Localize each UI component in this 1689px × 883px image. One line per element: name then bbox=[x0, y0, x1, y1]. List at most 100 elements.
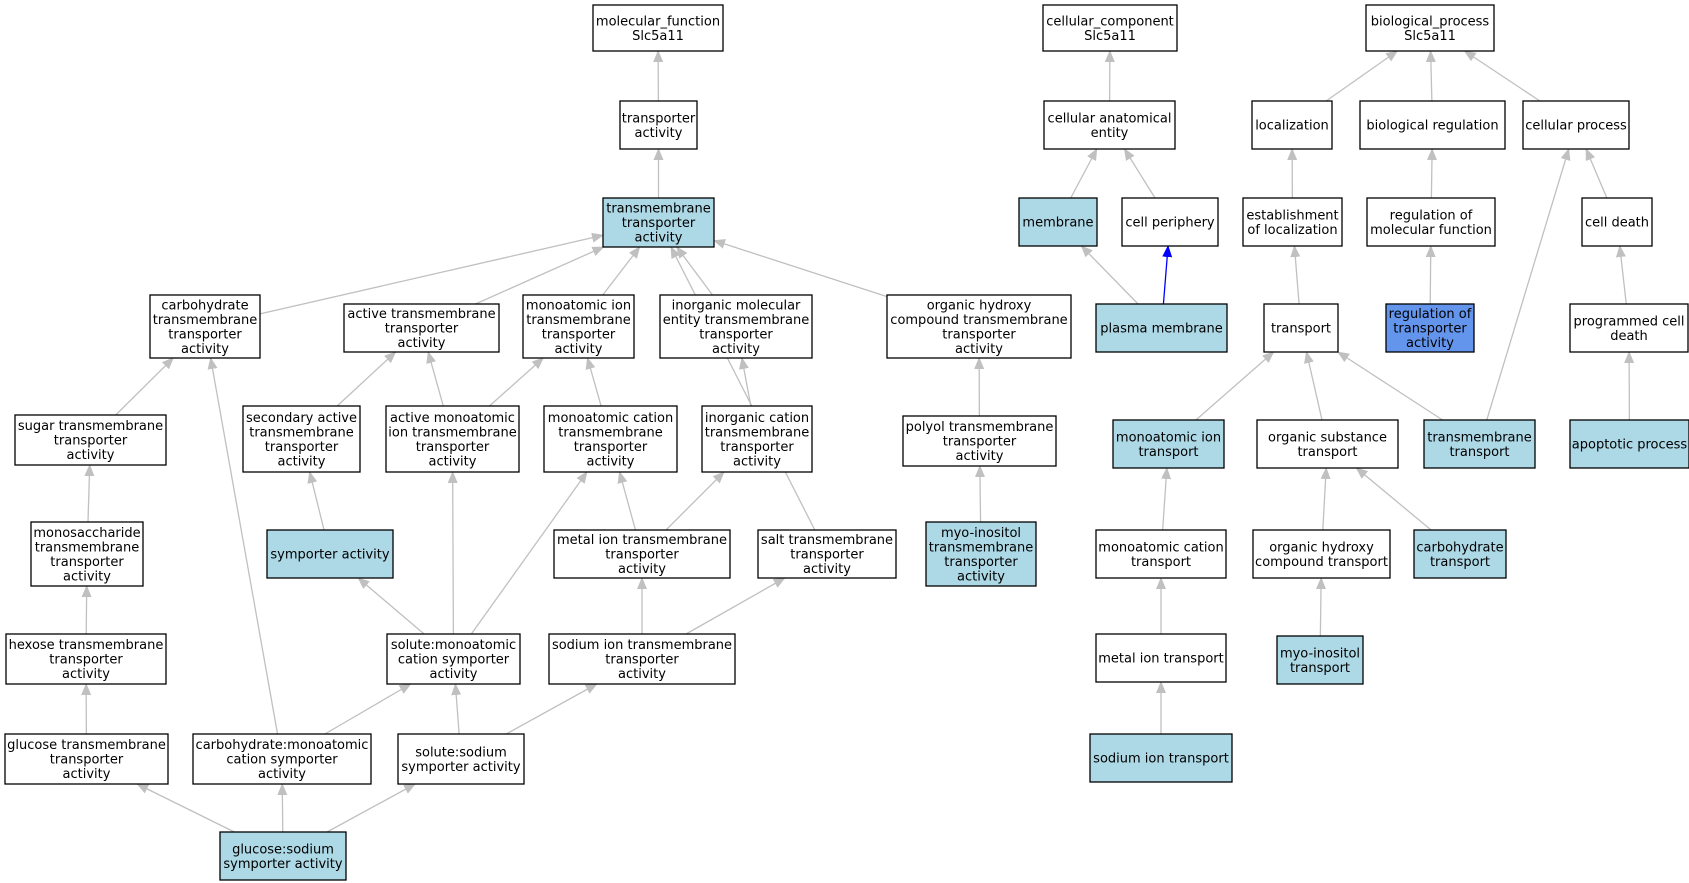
term-box bbox=[1252, 529, 1391, 579]
is-a-edge-monocation-transport-to-monoion-transport bbox=[1161, 467, 1172, 531]
term-label-line: activity bbox=[1406, 336, 1454, 351]
term-node-plasma-membrane[interactable]: plasma membrane bbox=[1095, 303, 1228, 353]
edge bbox=[1316, 577, 1327, 637]
term-label-line: transporter bbox=[790, 548, 864, 563]
edge bbox=[1337, 351, 1443, 421]
term-box bbox=[1276, 635, 1364, 685]
term-box bbox=[30, 521, 144, 587]
is-a-edge-cell-death-to-cellular-process bbox=[1585, 148, 1608, 199]
edge bbox=[207, 357, 279, 735]
is-a-edge-active-tm-to-tm-transporter bbox=[475, 246, 605, 305]
edge bbox=[1080, 245, 1139, 305]
term-label-line: symporter activity bbox=[223, 857, 342, 872]
edge bbox=[505, 683, 598, 735]
term-label-line: transporter bbox=[944, 555, 1018, 570]
term-node-cellular-process[interactable]: cellular process bbox=[1522, 100, 1630, 150]
term-node-transport[interactable]: transport bbox=[1263, 303, 1339, 353]
term-label-line: transport bbox=[1297, 445, 1357, 460]
term-label-line: transport bbox=[1271, 322, 1331, 337]
term-label-line: activity bbox=[956, 449, 1004, 464]
is-a-edge-org-hydroxy-transport-to-org-subst-transport bbox=[1320, 467, 1331, 531]
term-node-myo-inositol-tm[interactable]: myo-inositoltransmembranetransporteracti… bbox=[925, 521, 1037, 587]
term-label-line: transmembrane bbox=[606, 202, 711, 217]
term-label-line: hexose transmembrane bbox=[9, 638, 164, 653]
term-label-line: activity bbox=[63, 569, 111, 584]
is-a-edge-localization-to-bp-root bbox=[1325, 50, 1399, 102]
term-node-carb-tm[interactable]: carbohydratetransmembranetransporteracti… bbox=[149, 294, 261, 359]
term-label-line: solute:monoatomic bbox=[391, 638, 516, 653]
term-node-bio-regulation[interactable]: biological regulation bbox=[1359, 100, 1506, 150]
edge bbox=[451, 683, 462, 735]
edge bbox=[307, 471, 325, 531]
term-label-line: Slc5a11 bbox=[632, 29, 684, 44]
term-node-inorg-cation-tm[interactable]: inorganic cationtransmembranetransporter… bbox=[701, 405, 813, 473]
term-node-sodium-ion-transport[interactable]: sodium ion transport bbox=[1089, 733, 1233, 783]
term-node-cell-periphery[interactable]: cell periphery bbox=[1121, 197, 1219, 247]
term-label-line: organic hydroxy bbox=[1269, 540, 1374, 555]
term-node-monocation-tm[interactable]: monoatomic cationtransmembranetransporte… bbox=[543, 405, 678, 473]
is-a-edge-prog-cell-death-to-cell-death bbox=[1615, 245, 1627, 305]
edge bbox=[115, 357, 174, 416]
term-node-monoion-tm[interactable]: monoatomic iontransmembranetransporterac… bbox=[522, 294, 635, 359]
term-node-apoptotic[interactable]: apoptotic process bbox=[1569, 419, 1689, 469]
term-label-line: molecular function bbox=[1370, 223, 1492, 238]
term-label-line: active monoatomic bbox=[390, 411, 515, 426]
term-label-line: cation symporter bbox=[398, 653, 510, 668]
term-node-localization[interactable]: localization bbox=[1251, 100, 1333, 150]
term-node-cell-death[interactable]: cell death bbox=[1581, 197, 1653, 247]
is-a-edge-plasma-membrane-to-membrane bbox=[1080, 245, 1139, 305]
term-node-metal-ion-transport[interactable]: metal ion transport bbox=[1095, 633, 1227, 683]
term-label-line: ion transmembrane bbox=[388, 425, 516, 440]
term-node-membrane[interactable]: membrane bbox=[1018, 197, 1098, 247]
term-label-line: monoatomic cation bbox=[548, 411, 673, 426]
is-a-edge-carb-monocation-sym-to-solute-monocation-sym bbox=[324, 683, 412, 735]
term-node-metal-ion-tm[interactable]: metal ion transmembranetransporteractivi… bbox=[553, 529, 731, 579]
term-box bbox=[1581, 197, 1653, 247]
edge bbox=[1426, 148, 1437, 199]
term-label-line: compound transmembrane bbox=[890, 313, 1067, 328]
term-node-symporter[interactable]: symporter activity bbox=[266, 529, 394, 579]
term-label-line: transporter bbox=[622, 216, 696, 231]
term-node-sec-active[interactable]: secondary activetransmembranetransporter… bbox=[242, 405, 361, 473]
is-a-edge-cellular-process-to-bp-root bbox=[1463, 50, 1541, 102]
term-label-line: transporter bbox=[574, 440, 648, 455]
is-a-edge-carb-tm-to-tm-transporter bbox=[259, 232, 604, 315]
is-a-edge-carb-monocation-sym-to-carb-tm bbox=[207, 357, 279, 735]
term-node-monosacch-tm[interactable]: monosaccharidetransmembranetransporterac… bbox=[30, 521, 144, 587]
term-box bbox=[1089, 733, 1233, 783]
term-box bbox=[1366, 197, 1496, 247]
nodes-layer: molecular_functionSlc5a11transporteracti… bbox=[4, 4, 1689, 881]
term-node-sodium-ion-tm[interactable]: sodium ion transmembranetransporteractiv… bbox=[548, 633, 736, 685]
term-box bbox=[1413, 529, 1507, 579]
